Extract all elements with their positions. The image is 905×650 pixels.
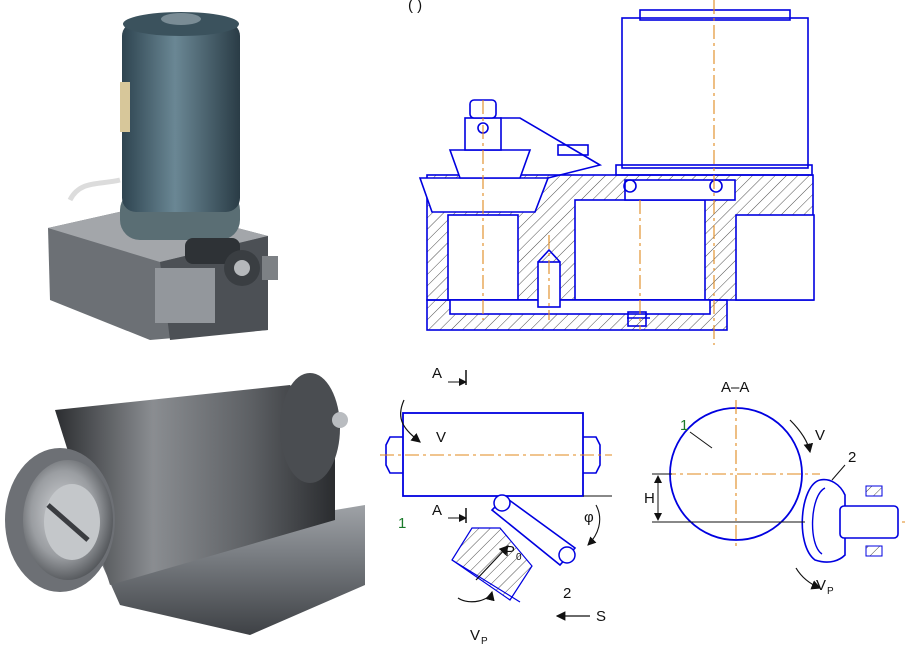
roller-tool-photo <box>5 373 365 635</box>
side-speed-v: V <box>436 429 446 446</box>
cross-section-scheme <box>652 400 905 590</box>
angle-phi: φ <box>584 509 594 526</box>
cross-vp-sub: P <box>827 586 834 597</box>
cross-vp-main: V <box>816 577 826 594</box>
motor-device-photo <box>48 12 278 340</box>
side-part-2: 2 <box>563 585 571 602</box>
side-vp-sub: P <box>481 636 488 645</box>
assembly-axis-lines <box>482 0 715 345</box>
cross-section-labels: A–A 1 2 V V P H <box>644 379 856 597</box>
force-p0-main: P <box>505 543 515 560</box>
side-view-labels: A A V 1 2 P 0 φ S V P <box>398 365 606 647</box>
section-mark-top: A <box>432 365 442 382</box>
top-caption: ( ) <box>408 0 422 14</box>
section-mark-bottom: A <box>432 502 442 519</box>
side-view-scheme <box>380 370 612 621</box>
cross-speed-v: V <box>815 427 825 444</box>
cross-part-2: 2 <box>848 449 856 466</box>
side-part-1: 1 <box>398 515 406 532</box>
height-h: H <box>644 490 655 507</box>
side-vp-main: V <box>470 627 480 644</box>
assembly-section-drawing <box>418 9 815 331</box>
section-aa-title: A–A <box>721 379 749 396</box>
force-p0-sub: 0 <box>516 552 522 563</box>
feed-s: S <box>596 608 606 625</box>
cross-part-1: 1 <box>680 417 688 434</box>
